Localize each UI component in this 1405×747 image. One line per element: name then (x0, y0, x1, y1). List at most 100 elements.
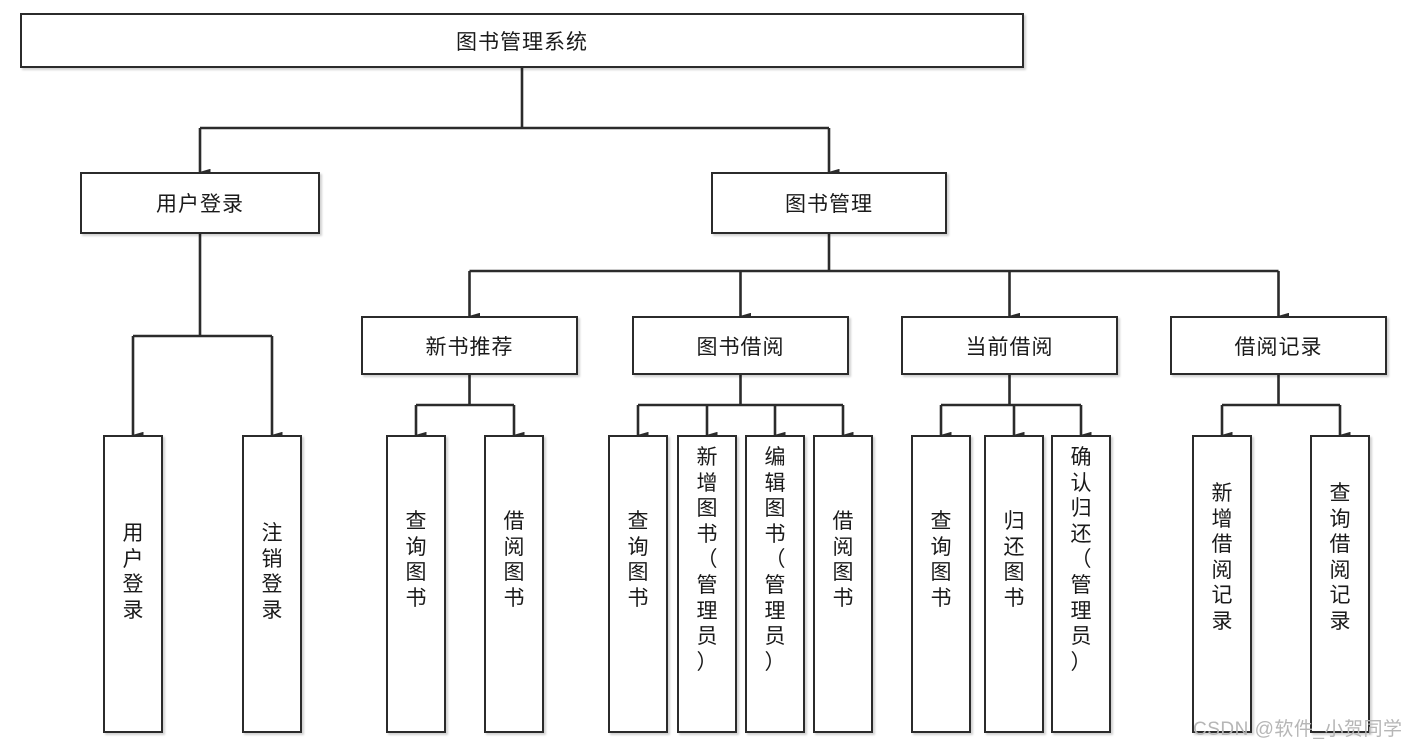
vertical-char: （ (696, 548, 718, 572)
vertical-char: 借 (503, 510, 525, 533)
vertical-char: 询 (930, 535, 952, 559)
vertical-char: 图 (832, 561, 854, 585)
node-leaf-query-book-3[interactable]: 查询图书 (911, 435, 971, 733)
vertical-char: 记 (1211, 584, 1233, 608)
node-leaf-logout[interactable]: 注销登录 (242, 435, 302, 733)
node-root[interactable]: 图书管理系统 (20, 13, 1024, 68)
vertical-char: 图 (696, 497, 718, 521)
vertical-char: 编 (764, 446, 786, 469)
node-label-new-book-recommend: 新书推荐 (425, 335, 514, 359)
node-leaf-add-record[interactable]: 新增借阅记录 (1192, 435, 1252, 733)
vertical-char: 登 (122, 573, 144, 597)
vertical-char: 增 (1211, 507, 1233, 531)
node-borrow-record[interactable]: 借阅记录 (1170, 316, 1387, 375)
vertical-char: 销 (261, 547, 283, 571)
node-leaf-add-book[interactable]: 新增图书（管理员） (677, 435, 737, 733)
vertical-char: 询 (627, 535, 649, 559)
node-label-book-manage: 图书管理 (785, 193, 873, 216)
csdn-watermark: CSDN @软件_小贺同学 (1193, 719, 1403, 740)
vertical-char: 理 (764, 599, 786, 623)
node-label-current-borrow: 当前借阅 (965, 335, 1054, 359)
vertical-char: 阅 (832, 535, 854, 559)
vertical-char: 书 (1003, 586, 1025, 610)
node-label-leaf-query-book-2: 查询图书 (610, 509, 666, 611)
node-user-login[interactable]: 用户登录 (80, 172, 320, 234)
node-leaf-return-book[interactable]: 归还图书 (984, 435, 1044, 733)
vertical-char: 理 (696, 599, 718, 623)
vertical-char: 查 (930, 510, 952, 533)
vertical-char: 确 (1070, 446, 1092, 469)
node-leaf-edit-book[interactable]: 编辑图书（管理员） (745, 435, 805, 733)
node-current-borrow[interactable]: 当前借阅 (901, 316, 1118, 375)
node-book-manage[interactable]: 图书管理 (711, 172, 947, 234)
vertical-char: 员 (764, 625, 786, 649)
vertical-char: 阅 (503, 535, 525, 559)
vertical-char: 借 (1211, 533, 1233, 557)
node-label-borrow-record: 借阅记录 (1234, 335, 1323, 359)
vertical-char: 借 (832, 510, 854, 533)
node-label-leaf-query-book-3: 查询图书 (913, 509, 969, 611)
node-label-leaf-user-login: 用户登录 (105, 521, 161, 623)
vertical-char: 图 (930, 561, 952, 585)
vertical-char: 员 (696, 625, 718, 649)
node-label-leaf-borrow-book-2: 借阅图书 (815, 509, 871, 611)
node-leaf-borrow-book-2[interactable]: 借阅图书 (813, 435, 873, 733)
node-leaf-query-record[interactable]: 查询借阅记录 (1310, 435, 1370, 733)
node-leaf-query-book-2[interactable]: 查询图书 (608, 435, 668, 733)
vertical-char: 用 (122, 522, 144, 545)
vertical-char: 还 (1070, 522, 1092, 546)
vertical-char: 辑 (764, 471, 786, 495)
vertical-char: 户 (122, 547, 144, 571)
vertical-char: 还 (1003, 535, 1025, 559)
vertical-char: 阅 (1329, 558, 1351, 582)
node-book-borrow[interactable]: 图书借阅 (632, 316, 849, 375)
vertical-char: 归 (1003, 510, 1025, 533)
node-label-leaf-return-book: 归还图书 (986, 509, 1042, 611)
vertical-char: 认 (1070, 471, 1092, 495)
vertical-char: ） (764, 650, 786, 674)
vertical-char: 书 (764, 522, 786, 546)
vertical-char: 增 (696, 471, 718, 495)
node-label-root: 图书管理系统 (456, 30, 588, 54)
node-leaf-query-book-1[interactable]: 查询图书 (386, 435, 446, 733)
vertical-char: 查 (405, 510, 427, 533)
node-label-leaf-query-book-1: 查询图书 (388, 509, 444, 611)
vertical-char: 阅 (1211, 558, 1233, 582)
vertical-char: 录 (261, 598, 283, 622)
vertical-char: 查 (627, 510, 649, 533)
vertical-char: 图 (764, 497, 786, 521)
vertical-char: 理 (1070, 599, 1092, 623)
vertical-char: 图 (405, 561, 427, 585)
vertical-char: 录 (1329, 610, 1351, 634)
vertical-char: 登 (261, 573, 283, 597)
vertical-char: 询 (1329, 507, 1351, 531)
vertical-char: 图 (627, 561, 649, 585)
node-leaf-confirm-return[interactable]: 确认归还（管理员） (1051, 435, 1111, 733)
vertical-char: 记 (1329, 584, 1351, 608)
node-label-leaf-logout: 注销登录 (244, 521, 300, 623)
vertical-char: 录 (1211, 610, 1233, 634)
node-label-leaf-query-record: 查询借阅记录 (1312, 481, 1368, 635)
vertical-char: 管 (696, 574, 718, 598)
vertical-char: ） (696, 650, 718, 674)
vertical-char: 书 (405, 586, 427, 610)
vertical-char: 注 (261, 522, 283, 545)
vertical-char: 归 (1070, 497, 1092, 521)
node-label-leaf-confirm-return: 确认归还（管理员） (1053, 445, 1109, 675)
node-leaf-borrow-book-1[interactable]: 借阅图书 (484, 435, 544, 733)
vertical-char: ） (1070, 650, 1092, 674)
vertical-char: 借 (1329, 533, 1351, 557)
vertical-char: 书 (832, 586, 854, 610)
vertical-char: 员 (1070, 625, 1092, 649)
vertical-char: 图 (503, 561, 525, 585)
vertical-char: 查 (1329, 482, 1351, 505)
node-label-user-login: 用户登录 (156, 193, 244, 216)
node-label-book-borrow: 图书借阅 (696, 335, 785, 359)
node-label-leaf-edit-book: 编辑图书（管理员） (747, 445, 803, 675)
vertical-char: 新 (696, 446, 718, 469)
node-leaf-user-login[interactable]: 用户登录 (103, 435, 163, 733)
vertical-char: 书 (503, 586, 525, 610)
node-new-book-recommend[interactable]: 新书推荐 (361, 316, 578, 375)
vertical-char: 管 (764, 574, 786, 598)
